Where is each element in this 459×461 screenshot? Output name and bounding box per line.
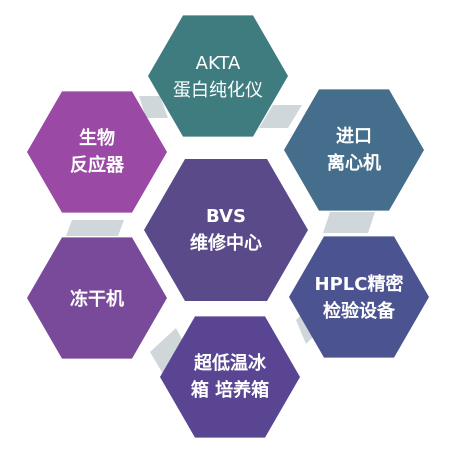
connector-centrifuge-hplc	[323, 212, 375, 233]
hplc-line-2: 检验设备	[323, 301, 395, 322]
centrifuge-line-2: 离心机	[327, 153, 381, 174]
freezer-incubator-label: 超低温冰 箱 培养箱	[170, 350, 290, 404]
akta-hexagon	[148, 15, 288, 137]
center-hub-line-2: 维修中心	[190, 233, 262, 254]
hplc-line-1: HPLC精密	[314, 274, 404, 295]
connector-freezer-dryer	[150, 328, 189, 374]
akta-line-1: AKTA	[195, 53, 241, 74]
bioreactor-line-1: 生物	[79, 128, 115, 149]
bioreactor-line-2: 反应器	[70, 155, 124, 176]
hexagon-group	[27, 15, 429, 438]
freezer-incubator-line-1: 超低温冰	[194, 353, 266, 374]
connector-dryer-bioreactor	[66, 220, 124, 236]
freezer-incubator-line-2: 箱 培养箱	[190, 380, 270, 401]
freeze-dryer-label: 冻干机	[37, 286, 157, 313]
bioreactor-hexagon	[27, 91, 167, 213]
bioreactor-label: 生物 反应器	[37, 125, 157, 179]
freeze-dryer-hexagon	[27, 237, 167, 359]
freezer-incubator-hexagon	[160, 316, 300, 438]
centrifuge-hexagon	[284, 89, 424, 211]
centrifuge-line-1: 进口	[336, 126, 372, 147]
center-hub-line-1: BVS	[206, 206, 246, 227]
hplc-label: HPLC精密 检验设备	[299, 271, 419, 325]
connector-bioreactor-akta	[139, 96, 168, 118]
centrifuge-label: 进口 离心机	[294, 123, 414, 177]
akta-line-2: 蛋白纯化仪	[173, 80, 263, 101]
akta-label: AKTA 蛋白纯化仪	[158, 50, 278, 104]
center-hub-hexagon	[144, 159, 308, 301]
freeze-dryer-line-1: 冻干机	[70, 289, 124, 310]
hplc-hexagon	[289, 236, 429, 358]
center-hub-label: BVS 维修中心	[166, 203, 286, 257]
connector-akta-centrifuge	[259, 105, 302, 128]
